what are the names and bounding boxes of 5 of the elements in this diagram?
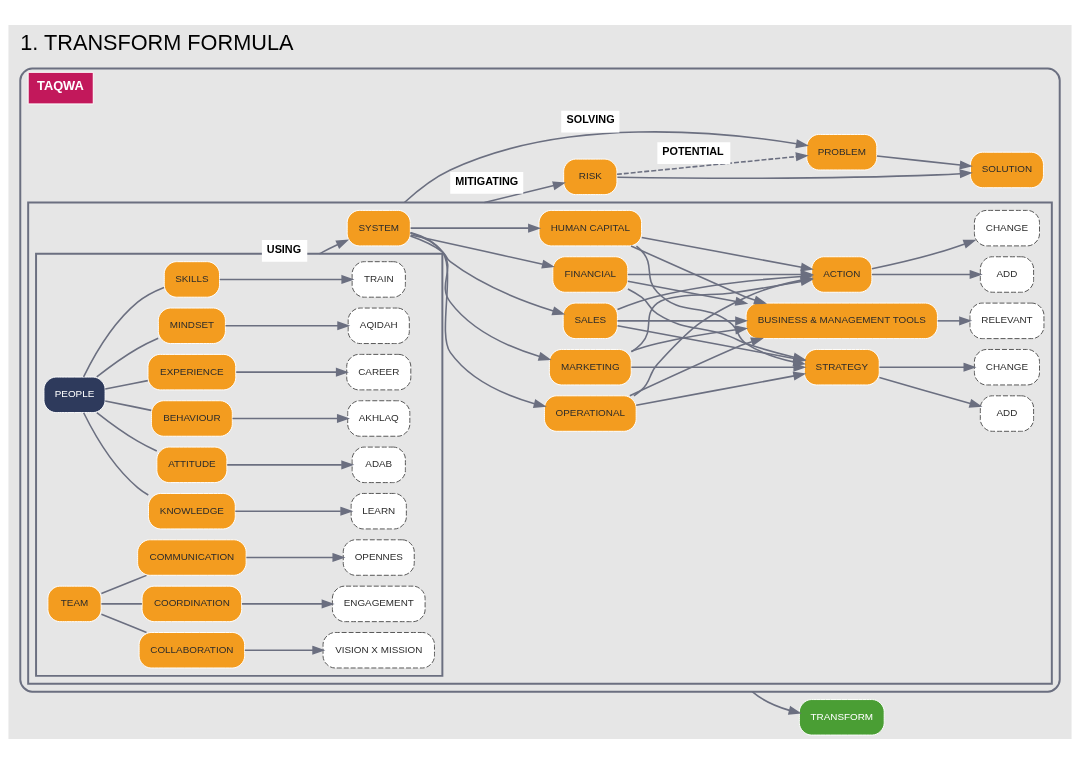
edge-label: POTENTIAL bbox=[662, 144, 724, 157]
edge-label: USING bbox=[266, 242, 302, 255]
edge-label: SOLVING bbox=[566, 113, 615, 126]
edge-label: MITIGATING bbox=[455, 174, 519, 187]
diagram-title: 1. TRANSFORM FORMULA bbox=[20, 30, 294, 56]
